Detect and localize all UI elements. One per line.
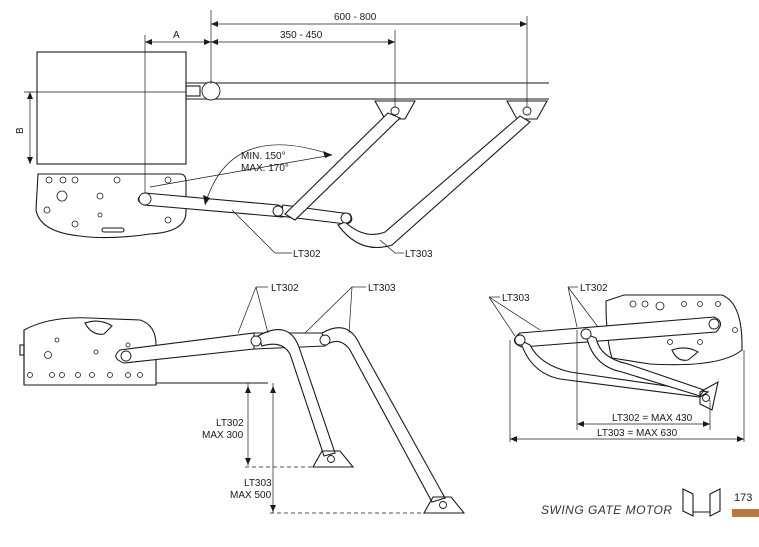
top-label-lt303: LT303 (405, 249, 433, 260)
reach-lt303: LT303 = MAX 630 (597, 428, 678, 439)
left-arm-lt303 (321, 327, 446, 503)
motor-body-right (605, 294, 743, 366)
swing-gate-icon (682, 488, 721, 517)
dim-offset-b: B (15, 127, 26, 134)
dim-total-range: 600 - 800 (334, 12, 377, 23)
left-arm-lt302 (257, 328, 336, 457)
motor-body-left (23, 317, 157, 386)
top-arm-lt303 (337, 115, 531, 249)
left-label-lt303: LT303 (368, 283, 396, 294)
reach-lt302: LT302 = MAX 430 (612, 413, 693, 424)
limit-lt302-max: MAX 300 (202, 430, 244, 441)
dim-inner-range: 350 - 450 (280, 30, 323, 41)
gate-post (36, 51, 187, 165)
side-view-left: LT302 MAX 300 LT303 MAX 500 LT302 LT303 (19, 283, 466, 514)
page-accent-bar (732, 509, 759, 517)
page-number: 173 (734, 492, 753, 504)
limit-lt303-max: MAX 500 (230, 490, 272, 501)
footer-caption: SWING GATE MOTOR (541, 503, 673, 517)
right-label-lt303: LT303 (502, 293, 530, 304)
left-label-lt302: LT302 (271, 283, 299, 294)
right-arm-main (513, 316, 722, 348)
angle-max: MAX. 170° (241, 163, 289, 174)
dim-offset-a: A (173, 30, 180, 41)
limit-lt302-label: LT302 (216, 418, 244, 429)
top-view: 600 - 800 350 - 450 A B (15, 10, 549, 260)
angle-min: MIN. 150° (241, 151, 286, 162)
motor-plate-top (35, 173, 187, 239)
limit-lt303-label: LT303 (244, 478, 272, 489)
top-label-lt302: LT302 (293, 249, 321, 260)
side-view-right: LT302 = MAX 430 LT303 = MAX 630 LT303 LT… (488, 283, 745, 442)
top-arm-short (137, 192, 287, 218)
right-label-lt302: LT302 (580, 283, 608, 294)
left-arm-main (115, 332, 259, 364)
